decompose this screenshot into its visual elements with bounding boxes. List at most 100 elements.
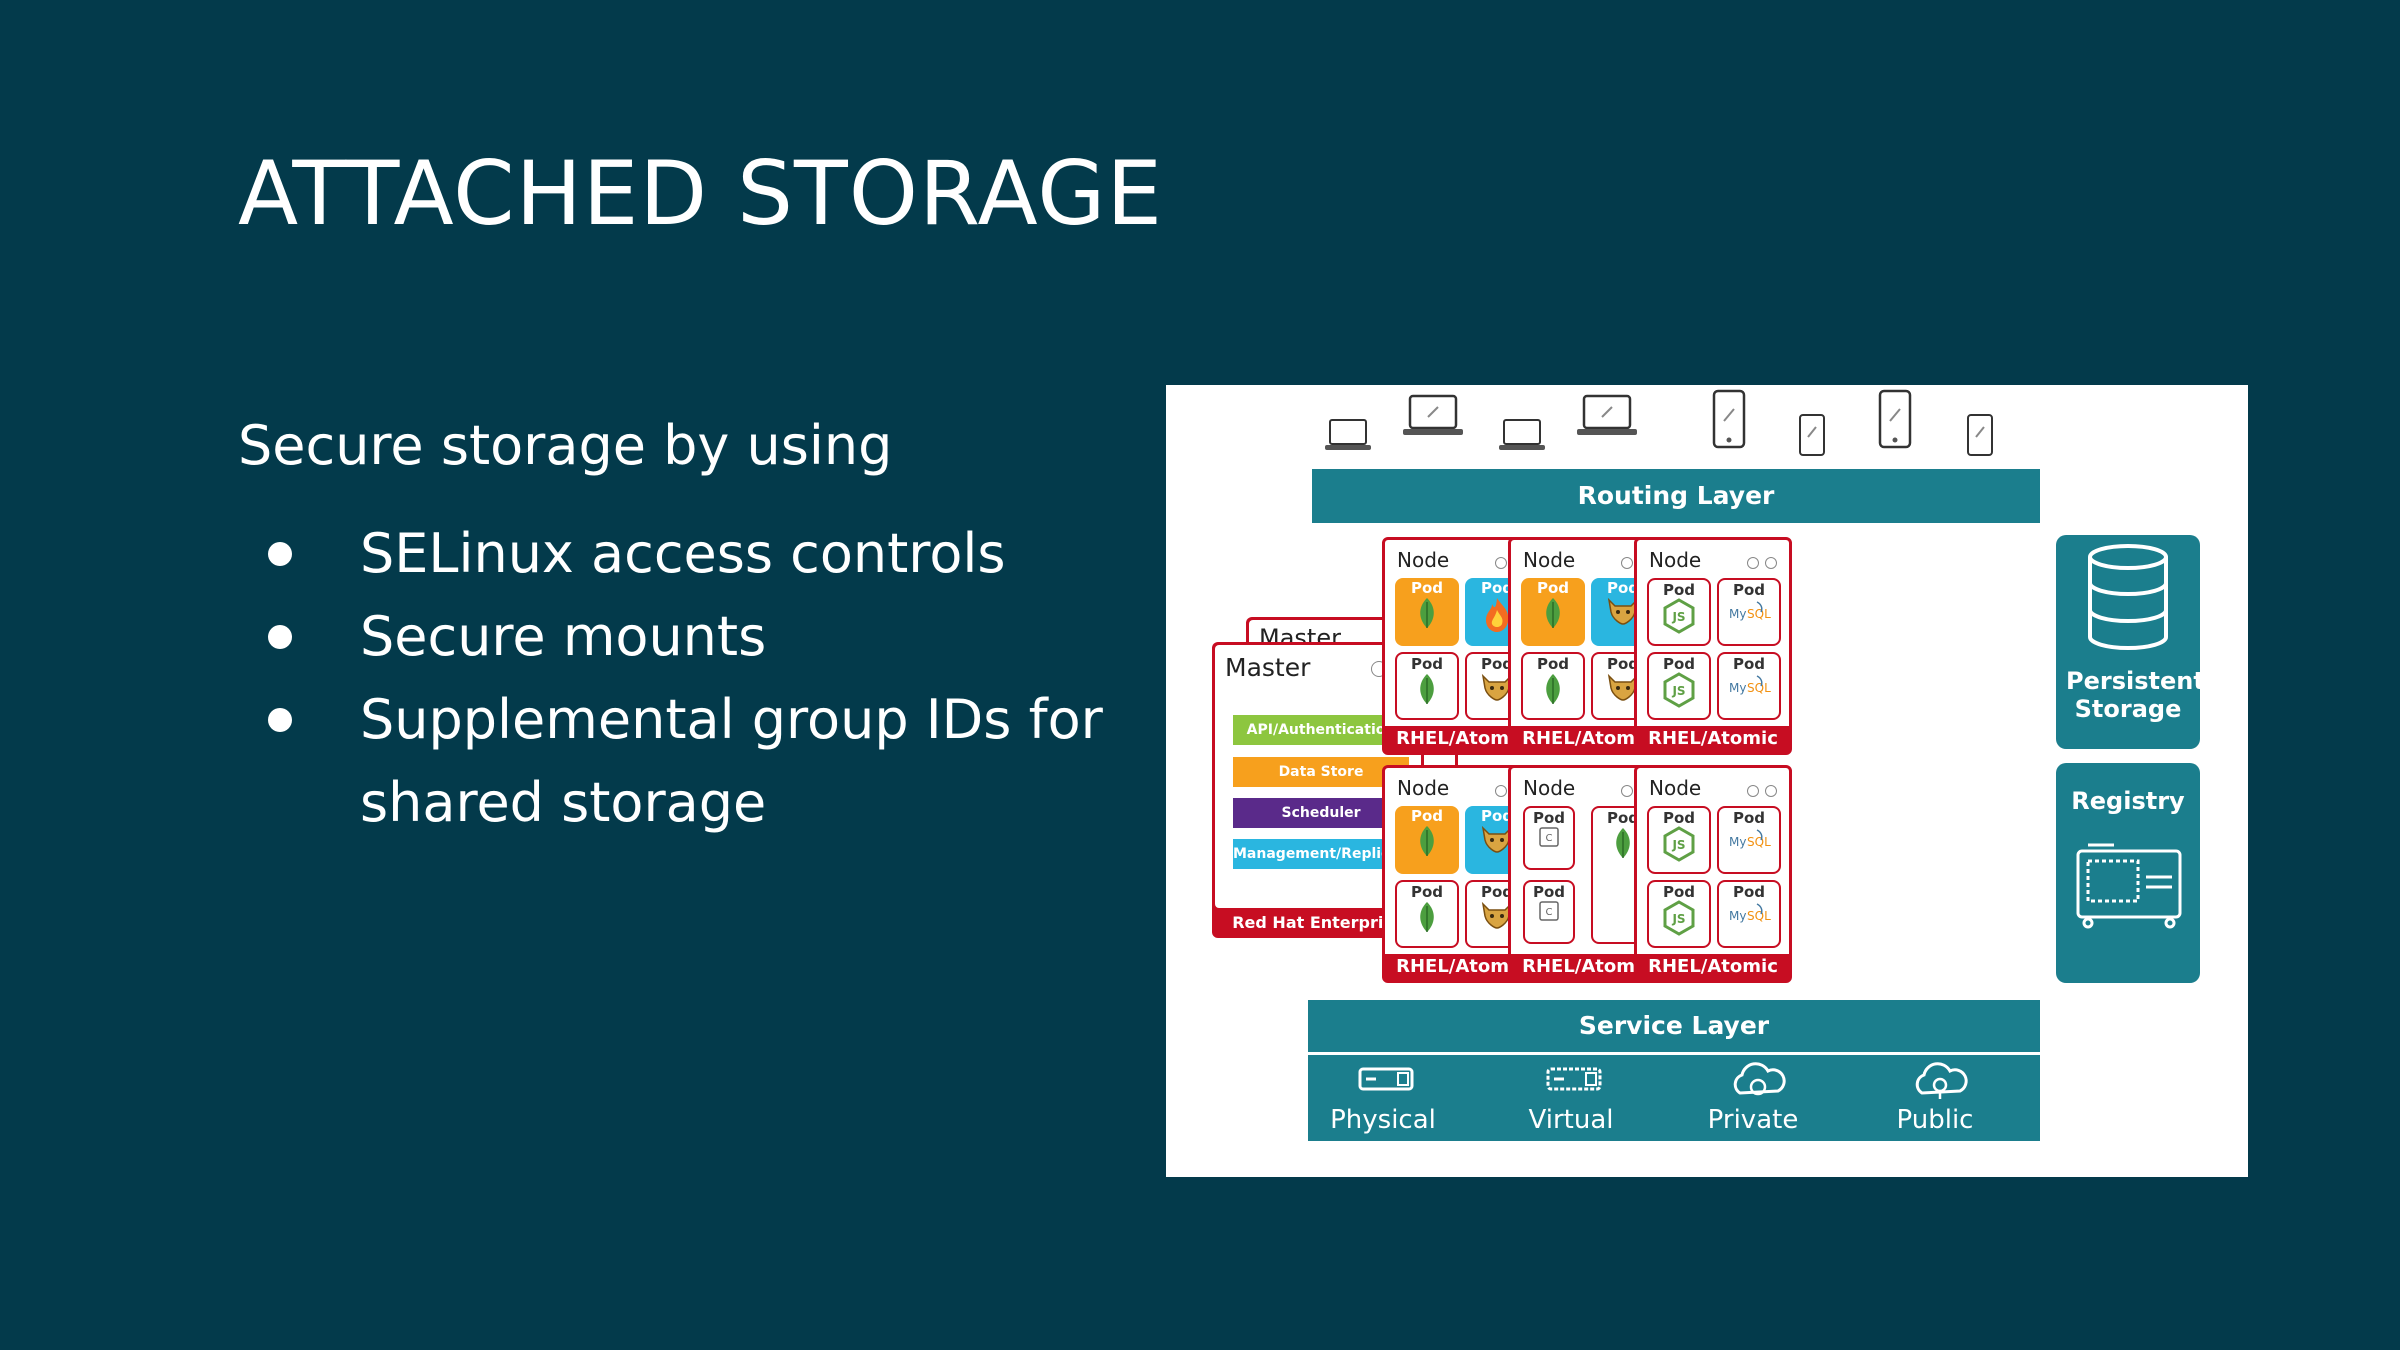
infra-public-label: Public xyxy=(1896,1105,1974,1135)
server-icon xyxy=(1358,1067,1414,1091)
node-label: Node xyxy=(1523,548,1576,572)
infra-public: Public xyxy=(1860,1055,2010,1141)
data-store-bar: Data Store xyxy=(1233,757,1409,787)
mongodb-leaf-icon xyxy=(1397,672,1457,710)
tomcat-icon xyxy=(1591,596,1655,630)
bullet-item: Supplemental group IDs for shared storag… xyxy=(238,678,1138,844)
bullet-text: SELinux access controls xyxy=(360,522,1006,585)
pod-label: Pod xyxy=(1410,579,1444,597)
pod-label: Pod xyxy=(1662,655,1696,673)
master-os-label: Red Hat Enterprise Linux xyxy=(1232,913,1404,962)
smartphone-icon xyxy=(1967,414,1993,456)
openshift-architecture-diagram: Routing Layer Master Master API/Authenti… xyxy=(1166,385,2248,1177)
scheduler-bar: Scheduler xyxy=(1233,798,1409,828)
tomcat-icon xyxy=(1467,900,1527,934)
bullet-list: SELinux access controls Secure mounts Su… xyxy=(238,512,1138,844)
slide-title: ATTACHED STORAGE xyxy=(238,142,1164,245)
pod-label: Pod xyxy=(1662,883,1696,901)
pod-label: Pod xyxy=(1606,655,1640,673)
mongodb-leaf-icon xyxy=(1397,900,1457,938)
private-cloud-icon xyxy=(1733,1062,1786,1096)
pod-label: Pod xyxy=(1480,579,1514,597)
svg-text:JS: JS xyxy=(1671,912,1685,926)
pod-label: Pod xyxy=(1606,809,1640,827)
pod-label: Pod xyxy=(1732,809,1766,827)
pod-label: Pod xyxy=(1410,655,1444,673)
pod-label: Pod xyxy=(1480,655,1514,673)
svg-text:JS: JS xyxy=(1671,684,1685,698)
mongodb-leaf-icon xyxy=(1593,826,1653,864)
node-label: Node xyxy=(1397,776,1450,800)
pod-label: Pod xyxy=(1532,883,1566,901)
registry-label: Registry xyxy=(2071,787,2185,815)
svg-text:My: My xyxy=(1729,835,1746,849)
nodejs-icon: JS xyxy=(1649,826,1709,866)
bullet-text: Secure mounts xyxy=(360,605,767,668)
master-label: Master xyxy=(1225,653,1311,682)
intro-text: Secure storage by using xyxy=(238,414,893,477)
mongodb-leaf-icon xyxy=(1395,824,1459,862)
pod-label: Pod xyxy=(1480,807,1514,825)
node-os-label: RHEL/Atomic xyxy=(1637,726,1789,752)
svg-text:SQL: SQL xyxy=(1747,681,1771,695)
pod-label: Pod xyxy=(1410,807,1444,825)
service-layer: Service Layer xyxy=(1308,1000,2040,1052)
svg-text:My: My xyxy=(1729,681,1746,695)
container-icon: C xyxy=(1525,826,1573,852)
pod-label: Pod xyxy=(1532,809,1566,827)
node-label: Node xyxy=(1649,548,1702,572)
pod-label: Pod xyxy=(1732,883,1766,901)
pod: Pod xyxy=(1395,880,1459,948)
bullet-text: Supplemental group IDs for shared storag… xyxy=(360,688,1103,834)
window-controls-icon xyxy=(1741,782,1777,801)
pod: Pod xyxy=(1521,578,1585,646)
infra-private-label: Private xyxy=(1707,1105,1799,1135)
management-replication-bar: Management/Replication xyxy=(1233,839,1430,869)
mongodb-leaf-icon xyxy=(1523,672,1583,710)
pod-label: Pod xyxy=(1480,883,1514,901)
mongodb-leaf-icon xyxy=(1395,596,1459,634)
pod: Pod xyxy=(1395,578,1459,646)
api-authentication-bar: API/Authentication xyxy=(1233,715,1409,745)
bullet-item: SELinux access controls xyxy=(238,512,1138,595)
laptop-icon xyxy=(1577,394,1637,435)
database-icon xyxy=(2088,544,2168,650)
bullet-item: Secure mounts xyxy=(238,595,1138,678)
bullet-dot-icon xyxy=(268,625,292,649)
node-label: Node xyxy=(1397,548,1450,572)
infra-physical-label: Physical xyxy=(1330,1105,1436,1135)
pod-label: Pod xyxy=(1606,579,1640,597)
bullet-dot-icon xyxy=(268,542,292,566)
virtual-server-icon xyxy=(1546,1067,1602,1091)
infra-private: Private xyxy=(1678,1055,1828,1141)
bullet-dot-icon xyxy=(268,708,292,732)
smartphone-icon xyxy=(1878,389,1912,449)
mongodb-leaf-icon xyxy=(1521,596,1585,634)
svg-text:SQL: SQL xyxy=(1747,909,1771,923)
window-controls-icon xyxy=(1741,554,1777,573)
pod-label: Pod xyxy=(1662,809,1696,827)
infrastructure-bar: Physical Virtual Private Public xyxy=(1308,1055,2040,1141)
fire-icon xyxy=(1465,596,1529,638)
pod: Pod xyxy=(1395,652,1459,720)
nodejs-icon: JS xyxy=(1649,900,1709,940)
svg-text:SQL: SQL xyxy=(1747,835,1771,849)
pod-label: Pod xyxy=(1410,883,1444,901)
pod-label: Pod xyxy=(1536,579,1570,597)
pod-label: Pod xyxy=(1732,581,1766,599)
registry-card: Registry xyxy=(2056,763,2200,983)
svg-text:JS: JS xyxy=(1671,610,1685,624)
pod: Pod xyxy=(1521,652,1585,720)
pod-label: Pod xyxy=(1536,655,1570,673)
